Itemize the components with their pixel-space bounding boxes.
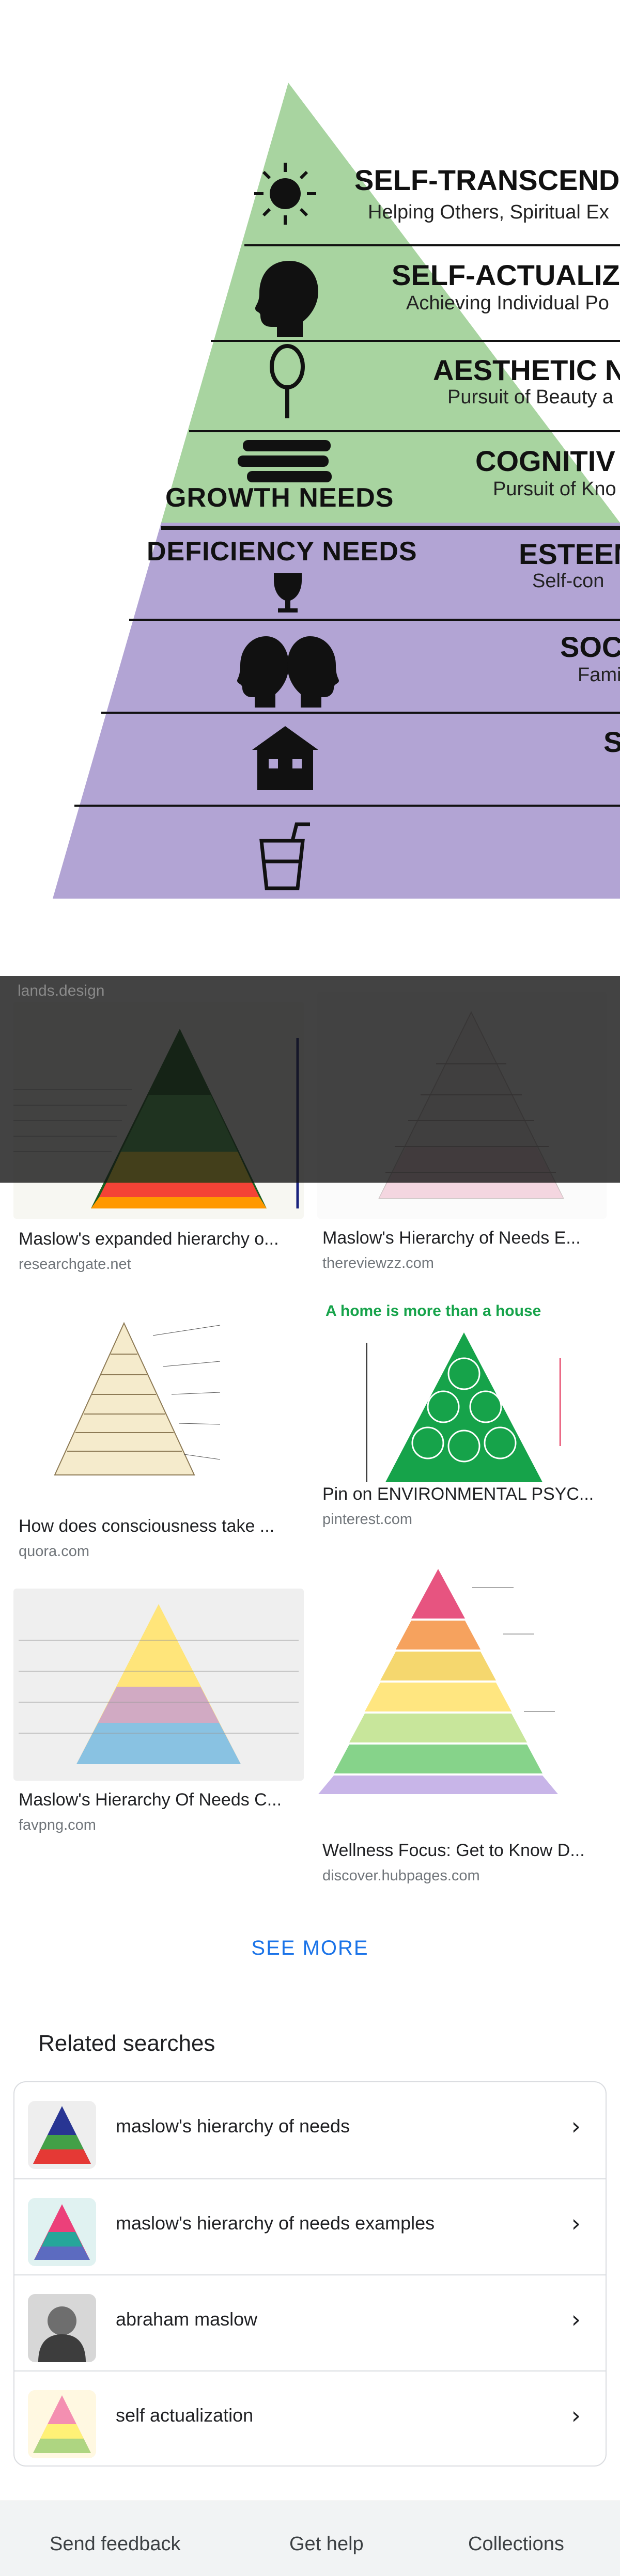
book-stack-icon [238,440,332,482]
chevron-right-icon: › [571,2401,581,2429]
related-item-label-2: maslow's hierarchy of needs examples [116,2212,435,2234]
level-5-title: ESTEEM [519,538,620,570]
related-searches-list: maslow's hierarchy of needs › maslow's h… [13,2081,607,2467]
result-thumbnail-6[interactable] [317,1557,607,1831]
collections-link[interactable]: Collections [468,2533,564,2555]
trophy-icon [274,573,302,612]
related-item-label-4: self actualization [116,2405,254,2426]
result-title-4[interactable]: Pin on ENVIRONMENTAL PSYC... [322,1484,594,1504]
level-4-title: COGNITIV [475,445,615,477]
result-source-5: favpng.com [19,1817,96,1833]
related-searches-heading: Related searches [38,2031,215,2056]
result-source-6: discover.hubpages.com [322,1867,480,1884]
result-source-1: researchgate.net [19,1256,131,1273]
result-title-3[interactable]: How does consciousness take ... [19,1516,275,1536]
drink-cup-icon [259,822,310,890]
growth-needs-label: GROWTH NEEDS [165,483,394,513]
level-4-subtitle: Pursuit of Kno [493,478,616,500]
hero-pyramid [0,0,620,899]
level-3-subtitle: Pursuit of Beauty a [447,386,614,408]
level-6-title: SOC [560,631,620,663]
related-item-3[interactable]: abraham maslow › [14,2274,606,2370]
related-item-label-1: maslow's hierarchy of needs [116,2115,350,2137]
related-thumbnail-4 [28,2390,96,2458]
related-item-label-3: abraham maslow [116,2308,258,2330]
related-item-1[interactable]: maslow's hierarchy of needs › [14,2082,606,2178]
result-source-2: thereviewzz.com [322,1255,434,1271]
result-source-4: pinterest.com [322,1511,413,1528]
related-item-4[interactable]: self actualization › [14,2370,606,2465]
chevron-right-icon: › [571,2209,581,2237]
result-title-2[interactable]: Maslow's Hierarchy of Needs E... [322,1228,581,1248]
level-2-subtitle: Achieving Individual Po [406,292,609,314]
result-source-3: quora.com [19,1543,90,1560]
result-title-5[interactable]: Maslow's Hierarchy Of Needs C... [19,1790,282,1810]
chevron-right-icon: › [571,2305,581,2333]
related-thumbnail-2 [28,2198,96,2266]
related-thumbnail-1 [28,2101,96,2169]
related-item-2[interactable]: maslow's hierarchy of needs examples › [14,2178,606,2274]
result-thumbnail-4[interactable]: A home is more than a house [317,1296,607,1507]
two-heads-icon [237,636,339,708]
level-3-title: AESTHETIC N [433,354,620,386]
level-1-subtitle: Helping Others, Spiritual Ex [368,201,609,223]
house-icon [252,726,318,790]
level-5-subtitle: Self-con [532,570,605,592]
related-thumbnail-3 [28,2294,96,2362]
get-help-link[interactable]: Get help [289,2533,364,2555]
hand-mirror-icon [270,344,305,418]
overlay-caption: lands.design [18,982,105,999]
level-7-title: S [603,726,620,758]
result-thumbnail-5[interactable] [13,1589,304,1781]
hero-image[interactable]: SELF-TRANSCENDE Helping Others, Spiritua… [0,0,620,899]
send-feedback-link[interactable]: Send feedback [50,2533,181,2555]
head-silhouette-icon [255,261,318,337]
footer: Send feedback Get help Collections [0,2501,620,2576]
sun-icon [254,163,316,225]
result-thumbnail-3[interactable] [13,1305,304,1507]
preview-overlay[interactable]: lands.design [0,976,620,1183]
result-title-1[interactable]: Maslow's expanded hierarchy o... [19,1229,279,1249]
deficiency-needs-label: DEFICIENCY NEEDS [147,537,417,567]
level-6-subtitle: Fami [578,664,620,686]
result-4-thumb-heading: A home is more than a house [326,1302,541,1320]
level-2-title: SELF-ACTUALIZA [392,259,620,291]
chevron-right-icon: › [571,2112,581,2140]
see-more-button[interactable]: SEE MORE [251,1937,369,1959]
result-title-6[interactable]: Wellness Focus: Get to Know D... [322,1841,585,1860]
level-1-title: SELF-TRANSCENDE [354,164,620,196]
